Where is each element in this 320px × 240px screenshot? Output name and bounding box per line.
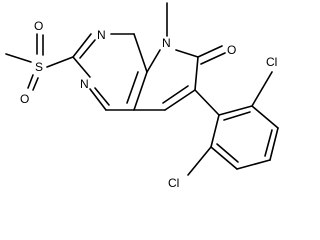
bond-n8-c7	[175, 49, 199, 58]
bond-aryl-6	[210, 114, 220, 148]
bond-s-c2	[46, 56, 74, 68]
bond-c4a-c8a-inner	[126, 71, 139, 104]
bond-n3-c4	[89, 88, 107, 111]
bond-methyl-s	[5, 53, 32, 63]
bond-layer	[5, 2, 279, 176]
bond-aryl-1	[218, 105, 253, 116]
bond-aryl-3-inner	[264, 129, 273, 157]
atom-o-carbonyl: O	[227, 43, 236, 57]
bond-aryl-cl-top	[251, 71, 273, 107]
bond-aryl-5-inner	[216, 143, 239, 163]
bond-n3-c4-inner	[94, 87, 110, 106]
atom-n3: N	[80, 77, 89, 91]
bond-s-o-lower-a	[27, 74, 34, 89]
bond-c7-o-inner	[200, 52, 226, 65]
bond-c8a-n1-junction	[133, 33, 148, 73]
bond-aryl-3	[269, 127, 279, 161]
bond-aryl-4	[236, 159, 271, 170]
bond-aryl-5	[210, 146, 238, 170]
bond-aryl-cl-bottom	[187, 146, 212, 176]
bond-c2-n1-inner	[79, 39, 96, 59]
atom-cl-bottom: Cl	[168, 176, 179, 190]
structure-canvas: O S O N N N O Cl Cl	[5, 2, 279, 190]
atom-o-lower: O	[20, 92, 29, 106]
atom-n1: N	[97, 28, 106, 42]
bond-aryl-2	[251, 105, 279, 129]
bond-c2-n3	[72, 56, 91, 78]
bond-c6-aryl	[194, 89, 220, 116]
bond-c7-c6	[194, 56, 199, 91]
chemical-structure: O S O N N N O Cl Cl	[5, 2, 279, 190]
bond-c2-n1	[72, 33, 92, 58]
bond-c6-c5	[164, 89, 196, 111]
atom-label-layer: O S O N N N O Cl Cl	[20, 19, 277, 190]
bond-s-o-lower-b	[32, 77, 39, 91]
atom-o-upper: O	[34, 19, 43, 33]
bond-c4a-c8a	[133, 71, 148, 111]
atom-s: S	[35, 60, 43, 74]
bond-aryl-1-inner	[223, 111, 251, 121]
atom-cl-top: Cl	[266, 55, 277, 69]
bond-c6-c5-inner	[162, 85, 189, 104]
atom-n8: N	[162, 36, 171, 50]
bond-c7-o	[197, 45, 223, 58]
bond-c8a-n8	[146, 49, 161, 73]
